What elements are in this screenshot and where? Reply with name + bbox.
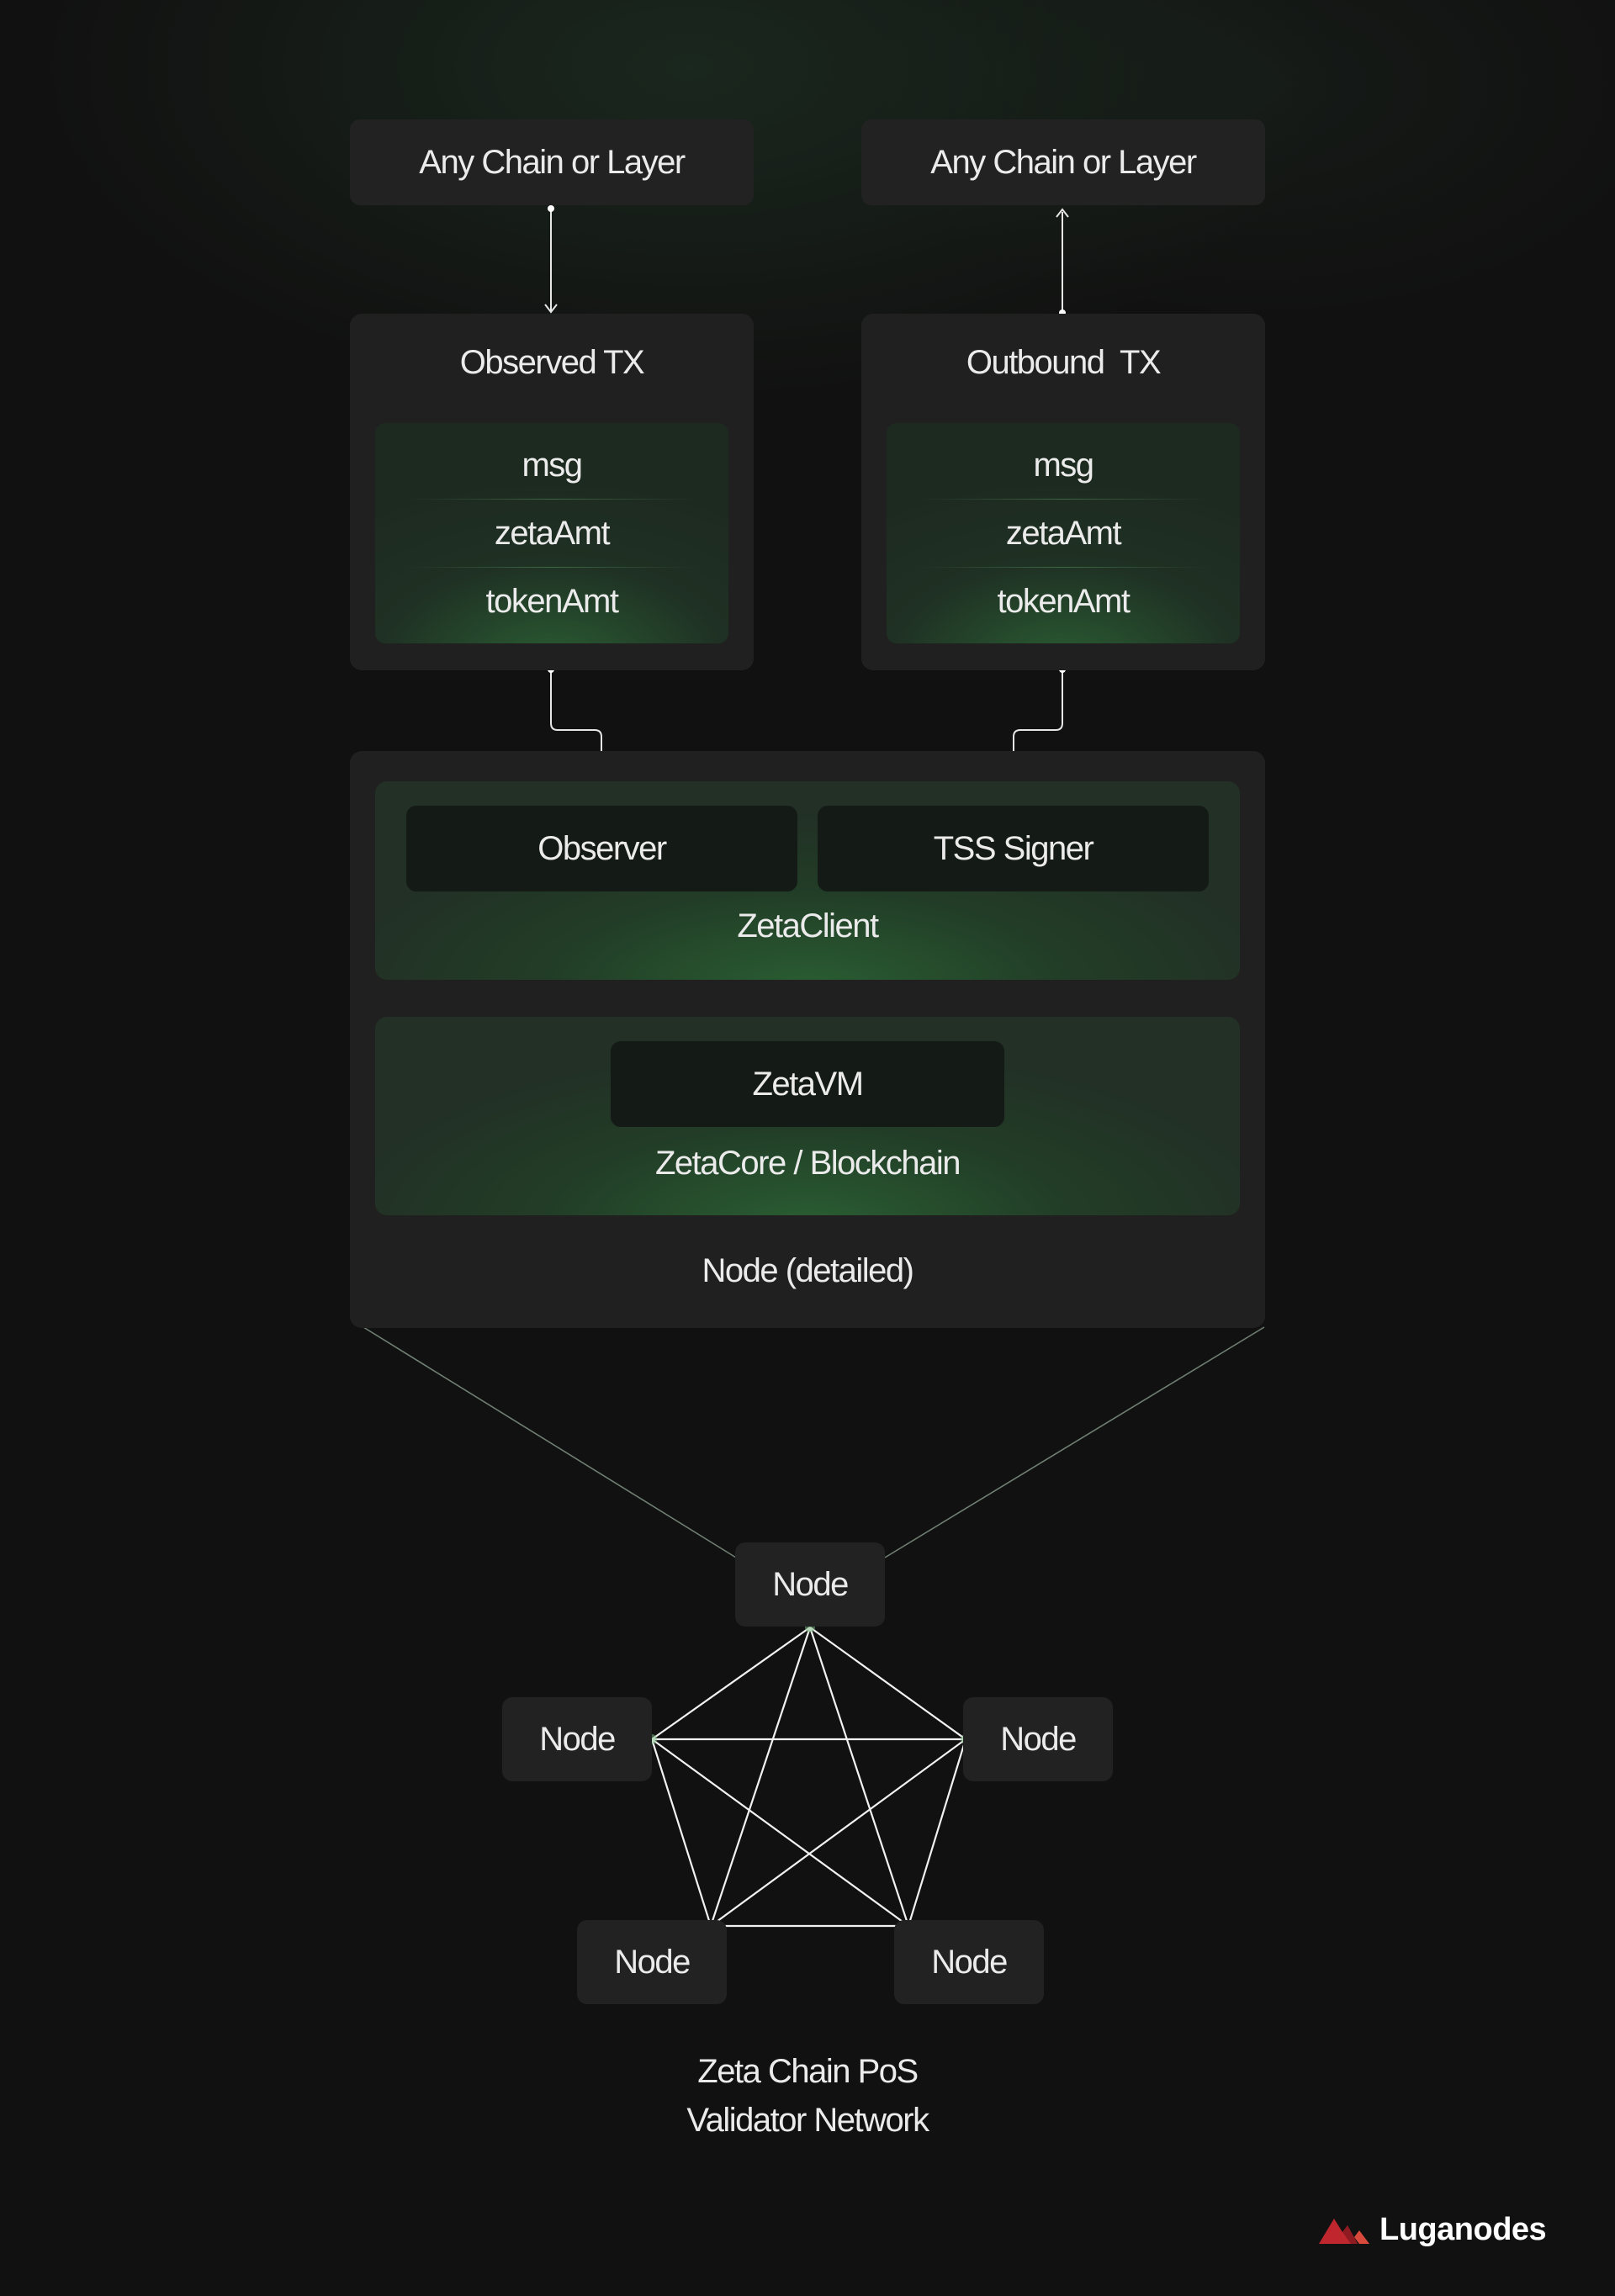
validator-node-label: Node: [539, 1720, 616, 1758]
zetavm-label: ZetaVM: [752, 1065, 864, 1103]
any-chain-right-box: Any Chain or Layer: [861, 119, 1265, 205]
outbound-tx-fields: msg zetaAmt tokenAmt: [887, 423, 1240, 643]
observed-tx-fields: msg zetaAmt tokenAmt: [375, 423, 728, 643]
network-caption-line2: Validator Network: [686, 2102, 929, 2139]
observer-label: Observer: [537, 829, 667, 867]
validator-node-label: Node: [772, 1565, 849, 1603]
observed-tx-panel: Observed TX msg zetaAmt tokenAmt: [350, 314, 754, 670]
arrow-chain-to-observed-tx: [544, 205, 558, 314]
validator-node-label: Node: [1000, 1720, 1077, 1758]
validator-mesh-lines: [650, 1627, 967, 1928]
tss-signer-label: TSS Signer: [933, 829, 1094, 867]
validator-node-top: Node: [735, 1542, 885, 1627]
validator-node-right: Node: [963, 1697, 1113, 1781]
divider: [920, 499, 1206, 500]
observed-tx-field-zetaamt: zetaAmt: [494, 514, 611, 552]
validator-node-bottom-left: Node: [577, 1920, 727, 2004]
zetaclient-label: ZetaClient: [737, 907, 879, 944]
zoom-funnel-lines: [363, 1326, 1265, 1558]
observed-tx-title: Observed TX: [459, 344, 645, 381]
observed-tx-field-msg: msg: [522, 446, 583, 484]
any-chain-right-label: Any Chain or Layer: [930, 143, 1197, 181]
zetavm-box: ZetaVM: [611, 1041, 1004, 1127]
outbound-tx-field-tokenamt: tokenAmt: [997, 582, 1130, 620]
divider: [409, 567, 695, 568]
outbound-tx-title: Outbound TX: [966, 344, 1162, 381]
tss-signer-box: TSS Signer: [818, 806, 1209, 891]
outbound-tx-panel: Outbound TX msg zetaAmt tokenAmt: [861, 314, 1265, 670]
validator-node-bottom-right: Node: [894, 1920, 1044, 2004]
any-chain-left-box: Any Chain or Layer: [350, 119, 754, 205]
divider: [409, 499, 695, 500]
validator-node-label: Node: [614, 1943, 691, 1981]
observed-tx-field-tokenamt: tokenAmt: [485, 582, 619, 620]
node-glow-dots: [647, 1622, 971, 1931]
network-caption-line1: Zeta Chain PoS: [697, 2053, 919, 2090]
luganodes-logo: Luganodes: [1317, 2212, 1547, 2248]
outbound-tx-field-msg: msg: [1033, 446, 1094, 484]
logo-text: Luganodes: [1379, 2212, 1547, 2247]
node-detailed-label: Node (detailed): [702, 1252, 915, 1289]
arrow-outbound-tx-to-chain: [1056, 208, 1069, 316]
observer-box: Observer: [406, 806, 797, 891]
zetacore-label: ZetaCore / Blockchain: [654, 1145, 961, 1182]
network-caption: Zeta Chain PoS Validator Network: [0, 2047, 1615, 2145]
outbound-tx-field-zetaamt: zetaAmt: [1005, 514, 1122, 552]
any-chain-left-label: Any Chain or Layer: [419, 143, 686, 181]
validator-node-label: Node: [931, 1943, 1008, 1981]
divider: [920, 567, 1206, 568]
validator-node-left: Node: [502, 1697, 652, 1781]
luganodes-mountain-icon: [1319, 2218, 1369, 2244]
